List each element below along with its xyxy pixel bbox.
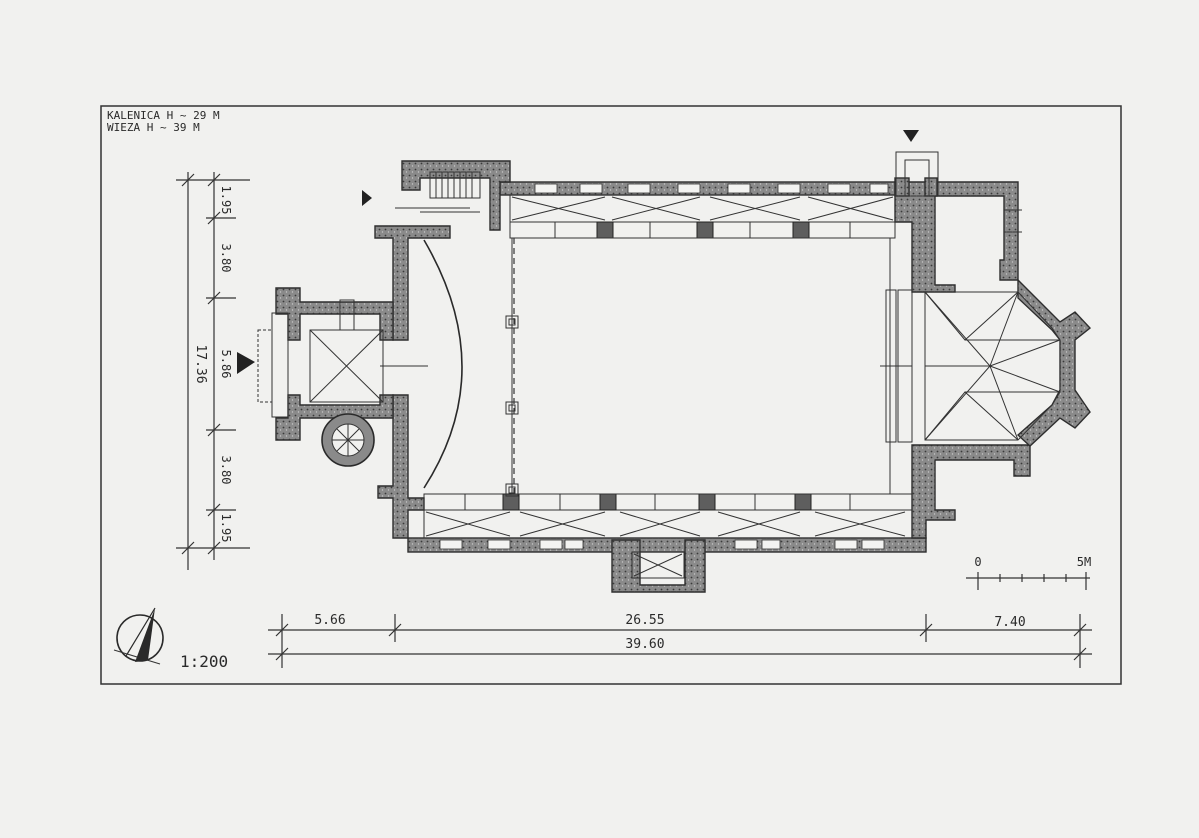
- windows: [439, 183, 889, 550]
- gallery-arc: [423, 239, 463, 489]
- dim-nave: 26.55: [625, 613, 664, 628]
- nw-staircase: [395, 171, 481, 213]
- entrance-marker-icon: [903, 130, 919, 142]
- entrance-marker-icon: [362, 190, 372, 206]
- scale-bar-end: 5M: [1077, 555, 1091, 569]
- dim-total-vertical: 17.36: [193, 344, 208, 383]
- scale-bar-start: 0: [974, 555, 981, 569]
- ridge-height-note: KALENICA H ~ 29 M: [107, 109, 220, 122]
- dim-seg-4: 3.80: [219, 456, 233, 485]
- nave: [505, 237, 913, 497]
- apse: [924, 278, 1092, 447]
- dim-west: 5.66: [314, 613, 345, 628]
- entrance-marker-icon: [237, 352, 255, 374]
- walls: [275, 160, 1031, 593]
- horizontal-dimensions: 5.66 26.55 7.40 39.60: [268, 613, 1092, 668]
- dim-total-horizontal: 39.60: [625, 637, 664, 652]
- dim-seg-3: 5.86: [219, 350, 233, 379]
- ne-porch: [895, 151, 1022, 233]
- west-tower: [257, 299, 428, 467]
- dim-seg-1: 1.95: [219, 186, 233, 215]
- north-aisle: [509, 194, 896, 239]
- dim-east: 7.40: [994, 615, 1025, 630]
- south-porch: [631, 551, 685, 579]
- scale-ratio: 1:200: [180, 652, 228, 671]
- south-aisle: [423, 493, 913, 539]
- dim-seg-5: 1.95: [219, 514, 233, 543]
- scale-bar: 0 5M: [966, 555, 1091, 590]
- sheet-frame: [100, 105, 1122, 685]
- vertical-dimensions: 17.36 1.95 3.80 5.86 3.80 1.95: [176, 172, 250, 570]
- dim-seg-2: 3.80: [219, 244, 233, 273]
- north-arrow-icon: [113, 607, 164, 665]
- tower-height-note: WIEZA H ~ 39 M: [107, 121, 200, 134]
